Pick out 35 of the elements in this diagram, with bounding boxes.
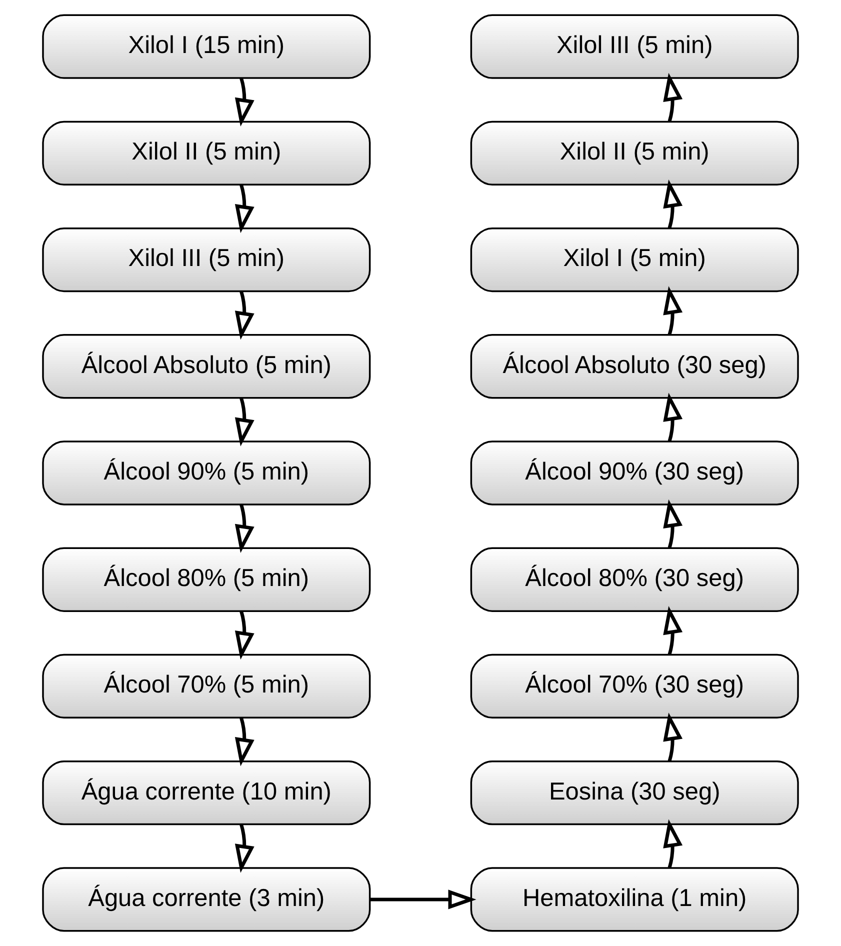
- arrow: [234, 504, 254, 553]
- node-box: Hematoxilina (1 min): [470, 867, 799, 932]
- arrow: [663, 712, 683, 762]
- node-box: Eosina (30 seg): [470, 760, 799, 826]
- node-box: Álcool 80% (5 min): [42, 547, 371, 612]
- node-box: Álcool 70% (5 min): [42, 654, 371, 719]
- arrow: [234, 397, 254, 446]
- arrow: [234, 184, 254, 234]
- node-box: Álcool 90% (30 seg): [470, 440, 799, 506]
- node-box: Xilol I (15 min): [42, 14, 371, 79]
- arrow: [234, 717, 254, 766]
- arrow: [663, 499, 683, 548]
- node-box: Xilol II (5 min): [42, 120, 371, 186]
- node-box: Álcool 90% (5 min): [42, 440, 371, 506]
- arrow: [663, 286, 683, 336]
- node-box: Xilol I (5 min): [470, 227, 799, 292]
- arrow: [663, 819, 683, 868]
- arrow: [663, 72, 683, 122]
- node-box: Álcool Absoluto (5 min): [42, 334, 371, 399]
- node-box: Álcool Absoluto (30 seg): [470, 334, 799, 399]
- arrow: [663, 180, 683, 228]
- arrow: [663, 606, 683, 655]
- node-box: Xilol III (5 min): [42, 227, 371, 292]
- arrow: [663, 392, 683, 442]
- node-box: Xilol III (5 min): [470, 14, 799, 79]
- node-box: Xilol II (5 min): [470, 120, 799, 186]
- arrow: [234, 290, 254, 340]
- node-box: Álcool 80% (30 seg): [470, 547, 799, 612]
- arrow: [234, 824, 254, 873]
- arrow: [370, 890, 476, 910]
- arrow: [234, 610, 254, 660]
- node-box: Água corrente (10 min): [42, 760, 371, 826]
- node-box: Água corrente (3 min): [42, 867, 371, 932]
- node-box: Álcool 70% (30 seg): [470, 654, 799, 719]
- arrow: [234, 78, 254, 127]
